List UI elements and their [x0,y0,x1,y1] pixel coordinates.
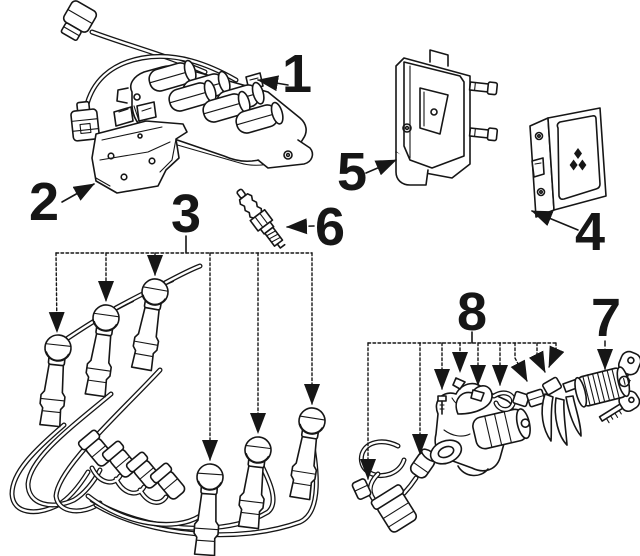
callout-6[interactable]: 6 [286,197,345,257]
callout-3[interactable]: 3 [48,184,320,461]
spark-plug-boot [286,405,328,501]
switch-barrel [472,408,531,450]
module-bolt [468,127,499,142]
callout-number: 1 [282,44,312,104]
brand-emblem-icon [569,148,587,171]
coil-mount-ear [257,139,314,169]
leader-arrow [48,252,65,333]
lock-cylinder [574,366,631,408]
leader-arrow [510,342,528,382]
leader-arrow [365,159,397,176]
spark-plug-boot [36,332,74,428]
spark-plug [236,188,286,249]
callout-5[interactable]: 5 [337,142,397,202]
switch-screw [437,395,447,415]
leader-arrow [257,75,289,92]
callout-number: 5 [337,142,367,202]
engine-control-module [529,107,607,218]
coil-towers [148,59,284,134]
key [598,390,640,424]
leader-arrow [548,342,565,368]
switch-connector [525,388,547,408]
leader-arrow [531,210,579,231]
column-collar [429,439,463,465]
leader-arrow [528,342,546,373]
callout-number: 2 [29,172,59,232]
coil-harness-connector-top [60,0,98,42]
callout-number: 6 [315,197,345,257]
module-bolt [468,81,499,96]
switch-connector [512,390,530,408]
ignition-switch-assembly [351,376,582,533]
harness-grommet [409,448,438,479]
coil-harness-connector-bottom [70,100,101,142]
spark-plug-boot [190,462,225,556]
callout-number: 8 [457,282,487,342]
spark-plug-boot [127,276,171,372]
leader-arrow [286,218,315,235]
callout-2[interactable]: 2 [29,172,95,232]
control-module-with-bracket [395,49,499,186]
ignition-lock-cylinder-with-keys [562,350,640,424]
callout-number: 3 [171,184,201,244]
coil-end-terminal [148,461,189,504]
harness-plug-small [351,478,372,501]
callout-number: 7 [591,288,621,348]
spark-plug-wire-set [9,263,328,556]
leader-arrow [61,183,95,203]
harness-plug-large [370,484,418,533]
callout-1[interactable]: 1 [257,44,312,104]
coil-mounting-bracket [91,101,188,194]
callout-7[interactable]: 7 [591,288,621,370]
callout-number: 4 [575,202,605,262]
column-clamp-prongs [541,376,582,446]
spark-plug-boot [81,302,122,398]
callout-4[interactable]: 4 [531,202,605,262]
callout-8[interactable]: 8 [360,282,565,480]
